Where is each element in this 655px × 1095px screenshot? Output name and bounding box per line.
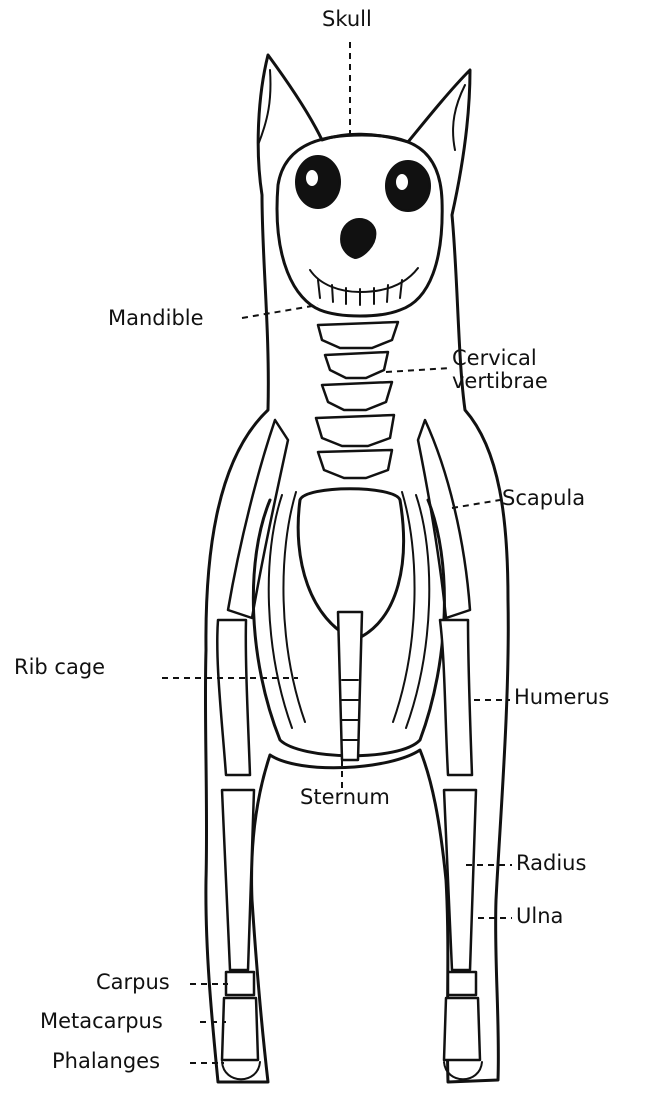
label-skull: Skull (322, 8, 372, 31)
ribcage (253, 489, 444, 760)
leader-cervical-vertebrae (386, 368, 450, 372)
skull (277, 135, 442, 316)
label-radius: Radius (516, 852, 586, 875)
leader-scapula (452, 500, 500, 508)
label-carpus: Carpus (96, 971, 170, 994)
leader-mandible (242, 305, 318, 318)
label-ulna: Ulna (516, 905, 563, 928)
label-humerus: Humerus (514, 686, 609, 709)
label-metacarpus: Metacarpus (40, 1010, 163, 1033)
label-mandible: Mandible (108, 307, 204, 330)
label-cervical-vertebrae: Cervical vertibrae (452, 347, 548, 393)
label-sternum: Sternum (300, 786, 390, 809)
label-scapula: Scapula (502, 487, 585, 510)
cervical-vertebrae (316, 322, 398, 478)
label-ribcage: Rib cage (14, 656, 105, 679)
label-phalanges: Phalanges (52, 1050, 160, 1073)
right-foreleg (440, 620, 482, 1079)
